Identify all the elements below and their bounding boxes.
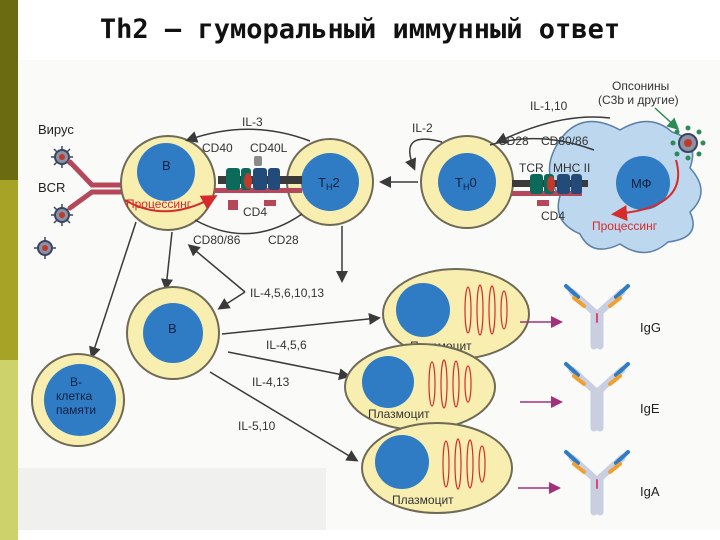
opsonin-arrow <box>654 107 680 131</box>
cd4-label-right: CD4 <box>541 209 565 223</box>
iga-antibody-icon <box>564 450 630 516</box>
opsonized-virus-icon <box>670 125 706 161</box>
il3-label: IL-3 <box>242 115 263 129</box>
ige-antibody-icon <box>564 362 630 432</box>
cd28-arc-right <box>489 137 595 151</box>
cd80-arc-left <box>194 213 303 235</box>
receptor-complex-left <box>214 156 302 210</box>
th2-label: TH2 <box>318 175 340 192</box>
cd40-label: CD40 <box>202 141 233 155</box>
il1-10-arrow <box>495 116 611 144</box>
macrophage-label: МФ <box>631 176 652 191</box>
cd28-label-right: CD28 <box>498 134 529 148</box>
plasma-cell <box>382 268 530 360</box>
tcr-label: TCR <box>519 161 544 175</box>
il-main-arrow-lower <box>217 291 246 310</box>
b-cell-activated <box>126 286 220 380</box>
plasma-label-3: Плазмоцит <box>392 493 454 507</box>
bcr-receptor-icon <box>67 159 125 211</box>
il2-label: IL-2 <box>412 121 433 135</box>
memory-label-2: клетка <box>56 389 93 403</box>
il-510-label: IL-5,10 <box>238 419 276 433</box>
slide-title: Th2 – гуморальный иммунный ответ <box>99 14 621 45</box>
th0-label: TH0 <box>455 175 477 192</box>
side-bar-green <box>0 360 18 540</box>
cd28-label-left: CD28 <box>268 233 299 247</box>
plasma-label-2: Плазмоцит <box>368 407 430 421</box>
b-to-b2-arrow <box>160 231 173 291</box>
igg-antibody-icon <box>564 284 630 350</box>
opsonins-label-2: (C3b и другие) <box>598 93 679 107</box>
virus-icon <box>51 204 73 226</box>
processing-arrow-b <box>124 195 218 213</box>
iga-label: IgA <box>640 484 660 499</box>
memory-label-3: памяти <box>56 403 96 417</box>
opsonins-label: Опсонины <box>612 79 669 93</box>
b-to-memory-arrow <box>89 221 137 359</box>
b2-to-plasma2-arrow <box>227 351 351 381</box>
macrophage-nucleus <box>616 156 670 210</box>
il-456-label: IL-4,5,6 <box>266 338 307 352</box>
receptor-complex-right <box>512 174 588 206</box>
plasma-cell <box>361 422 513 514</box>
virus-label: Вирус <box>38 122 74 137</box>
il-main-arrow-upper <box>187 244 246 293</box>
b2-to-plasma1-arrow <box>221 312 381 335</box>
cd80-86-label-left: CD80/86 <box>193 233 241 247</box>
b-cell <box>120 135 216 231</box>
il-413-label: IL-4,13 <box>252 375 290 389</box>
figure-lower-shade <box>18 468 326 530</box>
cd40l-label: CD40L <box>250 141 288 155</box>
il3-arrow <box>185 128 311 143</box>
b-cell-2-label: B <box>168 321 177 336</box>
cd4-label-left: CD4 <box>243 205 267 219</box>
th0-cell <box>420 135 514 229</box>
ige-label: IgE <box>640 401 660 416</box>
igg-label: IgG <box>640 320 661 335</box>
th2-cell <box>286 138 374 226</box>
il-main-label: IL-4,5,6,10,13 <box>250 286 324 300</box>
mhc2-label: MHC II <box>553 161 590 175</box>
side-bar-olive <box>0 180 18 360</box>
processing-arrow-mf <box>611 159 680 222</box>
memory-label-1: B- <box>70 375 82 389</box>
bcr-label: BCR <box>38 180 65 195</box>
processing-label-mf: Процессинг <box>592 219 658 233</box>
il1-10-label: IL-1,10 <box>530 99 568 113</box>
virus-icon <box>51 146 73 168</box>
il2-loop-arrow <box>404 138 443 171</box>
processing-label-b: Процессинг <box>126 197 192 211</box>
b2-to-plasma3-arrow <box>209 371 359 462</box>
memory-b-cell <box>31 353 125 447</box>
b-cell-label: B <box>162 158 171 173</box>
virus-icon <box>34 237 56 259</box>
side-bar-dark <box>0 0 18 180</box>
